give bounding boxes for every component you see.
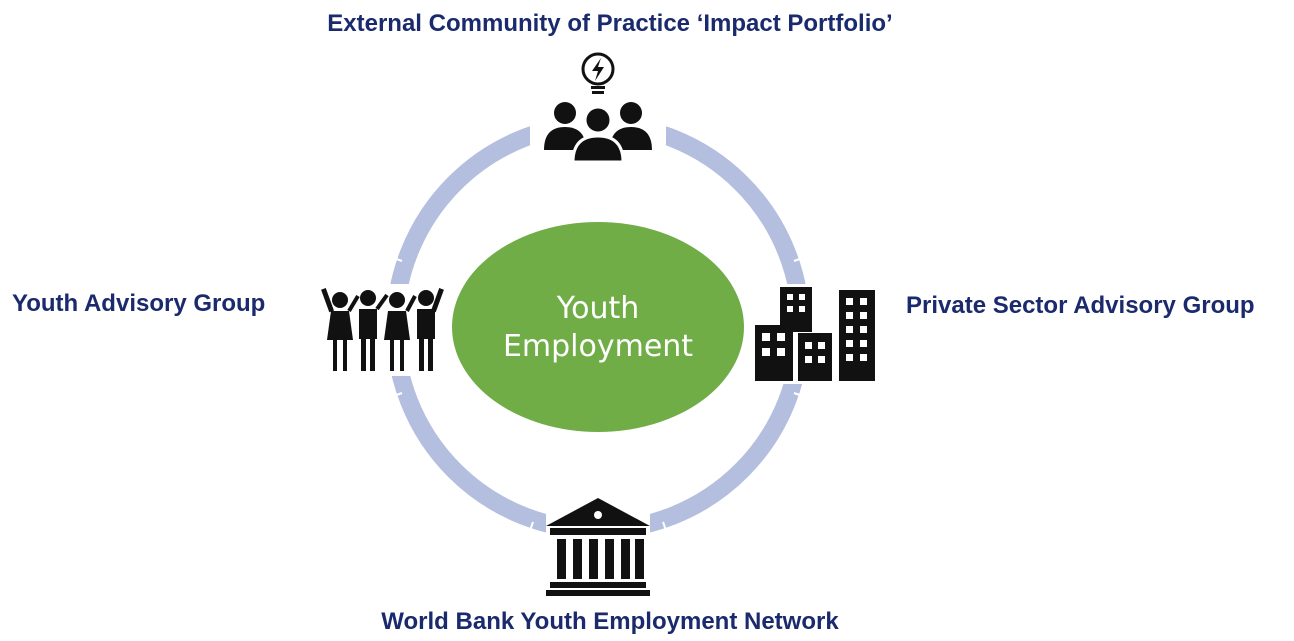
node-label-right: Private Sector Advisory Group [906,292,1255,319]
buildings-icon [754,284,880,384]
center-ellipse [452,222,744,432]
lightbulb-people-icon [530,52,666,172]
node-label-top: External Community of Practice ‘Impact P… [327,10,893,37]
center-label-line1: Youth [556,291,640,326]
bank-building-icon [546,495,650,596]
node-label-bottom: World Bank Youth Employment Network [381,608,839,635]
node-label-left: Youth Advisory Group [12,290,266,317]
youth-group-icon [318,284,446,376]
center-label-line2: Employment [503,329,693,364]
